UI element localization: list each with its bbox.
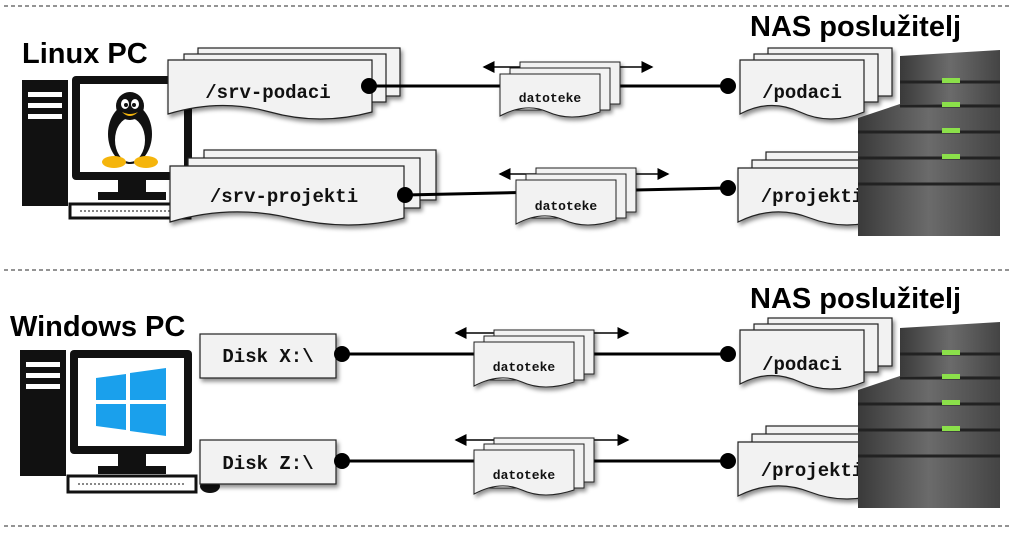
link-row: Disk X:\ datoteke /podaci [199, 317, 893, 390]
remote-share-label: /projekti [761, 460, 864, 482]
transfer-label: datoteke [493, 468, 556, 483]
desktop-computer-icon [20, 350, 220, 494]
windows-section: Windows PC NAS poslužitelj Disk X:\ [10, 283, 1000, 508]
transfer-label: datoteke [493, 360, 556, 375]
drive-box [199, 333, 337, 379]
document-stack [739, 47, 893, 120]
transfer-label: datoteke [535, 199, 598, 214]
link-row: /srv-podaci datoteke /podaci [167, 47, 893, 120]
connector-dot [720, 78, 736, 94]
file-transfer-stack [473, 329, 595, 388]
remote-share-label: /podaci [762, 354, 842, 376]
local-mount-label: /srv-podaci [205, 82, 330, 104]
local-drive-label: Disk Z:\ [222, 453, 313, 475]
remote-share-label: /podaci [762, 82, 842, 104]
nas-title-2: NAS poslužitelj [750, 283, 961, 315]
linux-section: Linux PC NAS poslužitelj [22, 11, 1000, 236]
transfer-label: datoteke [519, 91, 582, 106]
remote-share-label: /projekti [761, 186, 864, 208]
connector-dot [397, 187, 413, 203]
nas-server-icon [858, 50, 1000, 236]
desktop-computer-icon [22, 76, 192, 220]
drive-box [199, 439, 337, 485]
connector-dot [720, 346, 736, 362]
link-row: Disk Z:\ datoteke /projekti [199, 425, 915, 500]
connector-dot [334, 453, 350, 469]
connector-dot [334, 346, 350, 362]
nas-title-1: NAS poslužitelj [750, 11, 961, 43]
windows-logo-icon [96, 368, 166, 436]
local-mount-label: /srv-projekti [210, 186, 358, 208]
connector-dot [361, 78, 377, 94]
local-drive-label: Disk X:\ [222, 346, 313, 368]
document-stack [169, 149, 437, 226]
connector-dot [720, 453, 736, 469]
windows-pc-title: Windows PC [10, 311, 185, 343]
nas-server-icon [858, 322, 1000, 508]
tux-penguin-icon [102, 92, 158, 168]
document-stack [739, 317, 893, 390]
file-transfer-stack [499, 61, 621, 118]
linux-pc-title: Linux PC [22, 38, 148, 70]
file-transfer-stack [515, 167, 637, 226]
connector-dot [720, 180, 736, 196]
link-row: /srv-projekti datoteke /projekti [169, 149, 915, 226]
file-transfer-stack [473, 437, 595, 496]
